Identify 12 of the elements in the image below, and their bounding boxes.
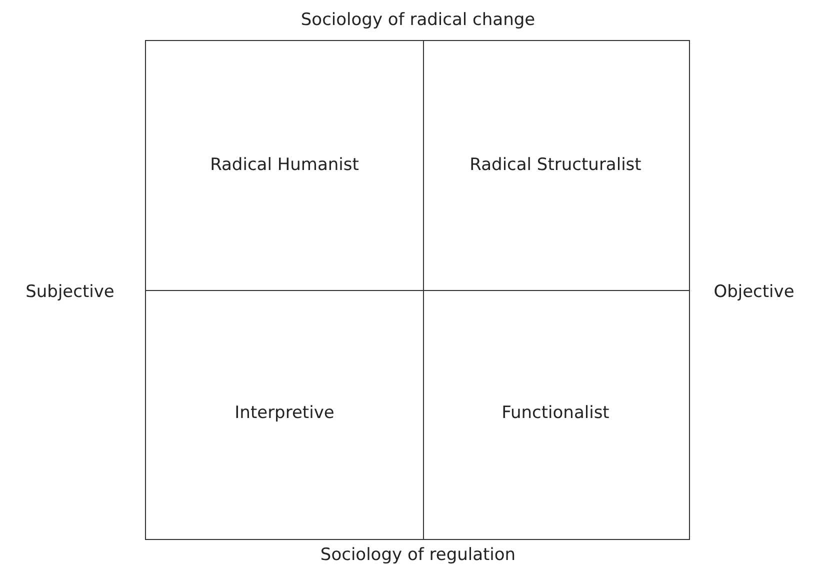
quadrant-title: Radical Structuralist: [470, 154, 642, 177]
axis-label: Subjective: [26, 282, 114, 302]
quadrant-title: Interpretive: [234, 402, 334, 426]
quadrant-title: Radical Humanist: [210, 154, 359, 177]
quadrant-box: [422, 40, 690, 291]
quadrant-box: [145, 289, 424, 540]
quadrant-title: Functionalist: [502, 402, 610, 426]
axis-label: Sociology of radical change: [300, 10, 536, 30]
quadrant-box: [422, 289, 690, 540]
axis-label: Sociology of regulation: [320, 545, 516, 565]
axis-label: Objective: [714, 282, 794, 302]
quadrant-box: [145, 40, 424, 291]
